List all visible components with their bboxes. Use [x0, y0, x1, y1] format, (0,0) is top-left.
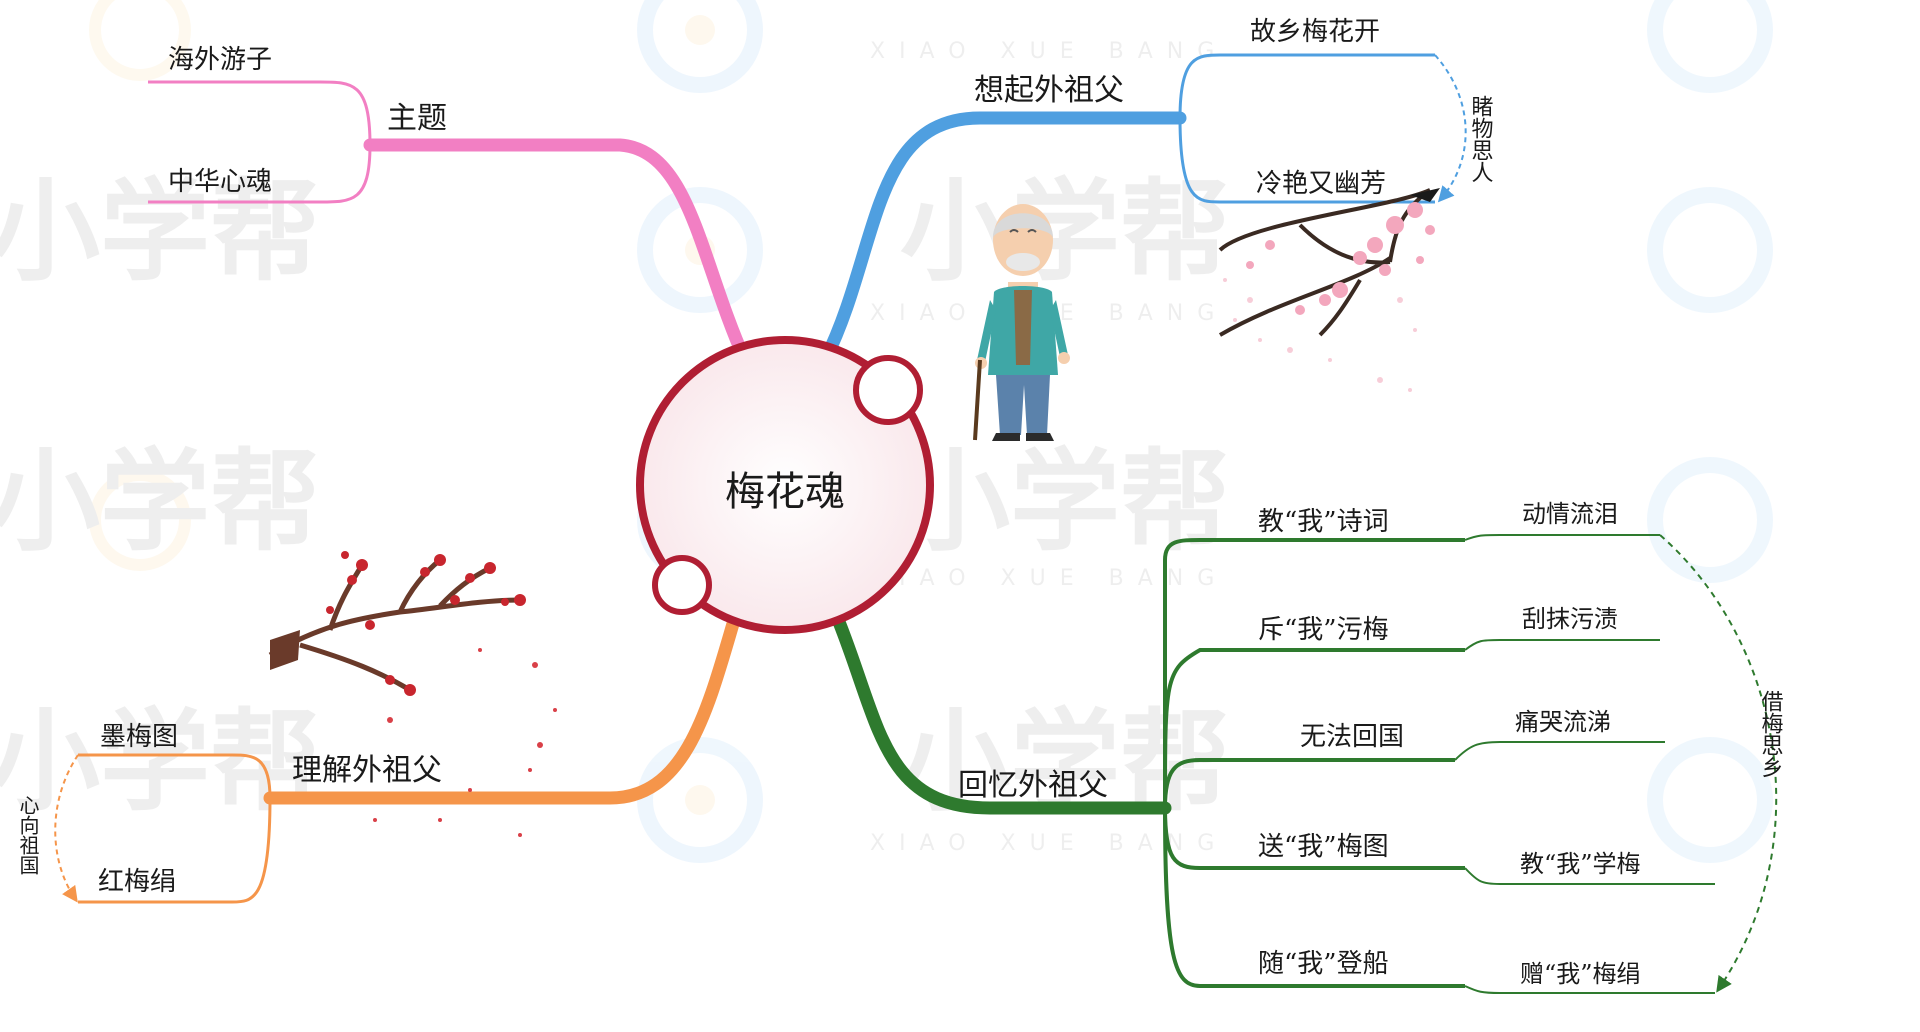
- reaction-label: 刮抹污渍: [1522, 605, 1618, 633]
- central-title: 梅花魂: [725, 469, 845, 515]
- central-node: 梅花魂: [636, 336, 934, 634]
- connector-event: [1163, 648, 1465, 809]
- connector-recall-leaf: [1178, 53, 1435, 119]
- watermark-text: 小学帮: [0, 438, 320, 566]
- connector-recall-leaf: [1178, 117, 1435, 204]
- event-label: 随“我”登船: [1258, 949, 1389, 979]
- watermark-subtext: XIAO XUE BANG: [870, 831, 1228, 856]
- bracket-note: 借梅思乡: [1758, 690, 1784, 778]
- connector-reaction: [1464, 639, 1660, 651]
- connector-reaction: [1464, 534, 1660, 541]
- event-label: 教“我”诗词: [1258, 507, 1389, 537]
- event-label: 送“我”梅图: [1258, 832, 1389, 862]
- branch-theme: 主题 海外游子 中华心魂: [148, 45, 752, 367]
- decor-bubble: [652, 555, 712, 615]
- connector-reaction: [1454, 741, 1665, 761]
- watermark-logo: [89, 0, 1773, 863]
- watermark-subtext: XIAO XUE BANG: [870, 39, 1228, 64]
- reaction-label: 动情流泪: [1522, 500, 1618, 528]
- plum-branch-red: [268, 551, 557, 837]
- connector-remember: [828, 605, 1172, 815]
- branch-remember-grandpa: 回忆外祖父 教“我”诗词 斥“我”污梅 无法回国 送“我”梅图 随“我”登船 动…: [828, 500, 1784, 994]
- reaction-label: 痛哭流涕: [1515, 708, 1611, 736]
- decor-bubble: [853, 355, 923, 425]
- bracket-note: 心向祖国: [16, 795, 40, 875]
- branch-label-understand: 理解外祖父: [292, 753, 442, 788]
- plum-branch-pink: [1218, 188, 1440, 392]
- connector-event: [1163, 758, 1455, 809]
- watermark-text: 小学帮: [900, 168, 1230, 296]
- event-label: 斥“我”污梅: [1258, 615, 1389, 645]
- branch-recall-grandpa: 想起外祖父 故乡梅花开 冷艳又幽芳 睹物思人: [818, 17, 1494, 367]
- connector-theme: [363, 138, 752, 367]
- watermark-subtext: XIAO XUE BANG: [870, 566, 1228, 591]
- watermark-text: 小学帮: [0, 168, 320, 296]
- connector-theme-leaf: [148, 80, 372, 146]
- branch-label-remember: 回忆外祖父: [958, 768, 1108, 803]
- watermark-layer: 小学帮 小学帮 小学帮 小学帮 小学帮 小学帮 XIAO XUE BANG XI…: [0, 0, 1773, 863]
- connector-reaction: [1464, 985, 1715, 994]
- branch-understand-grandpa: 理解外祖父 墨梅图 红梅绢 心向祖国: [16, 593, 747, 904]
- leaf-label: 墨梅图: [100, 722, 178, 752]
- bracket-note: 睹物思人: [1468, 95, 1494, 183]
- leaf-label: 中华心魂: [168, 167, 272, 197]
- connector-understand-leaf: [78, 797, 272, 904]
- central-circle: [636, 336, 934, 634]
- bracket-arrow: [1659, 534, 1778, 993]
- bracket-arrow: [1434, 54, 1467, 203]
- watermark-text: 小学帮: [0, 698, 320, 826]
- connector-recall: [818, 111, 1187, 367]
- watermark-text: 小学帮: [900, 438, 1230, 566]
- branch-label-theme: 主题: [387, 101, 447, 136]
- event-label: 无法回国: [1300, 722, 1404, 752]
- connector-reaction: [1464, 867, 1715, 885]
- connector-understand-leaf: [78, 753, 272, 799]
- connector-theme-leaf: [148, 144, 372, 204]
- leaf-label: 红梅绢: [98, 867, 176, 897]
- connector-understand: [263, 593, 747, 805]
- leaf-label: 故乡梅花开: [1250, 17, 1380, 47]
- branch-label-recall: 想起外祖父: [974, 73, 1124, 108]
- leaf-label: 海外游子: [168, 45, 272, 75]
- connector-event: [1163, 807, 1465, 988]
- reaction-label: 赠“我”梅绢: [1520, 960, 1641, 988]
- grandfather-illustration: [973, 204, 1070, 441]
- leaf-label: 冷艳又幽芳: [1256, 169, 1386, 199]
- bracket-arrow: [54, 754, 79, 903]
- reaction-label: 教“我”学梅: [1520, 850, 1641, 878]
